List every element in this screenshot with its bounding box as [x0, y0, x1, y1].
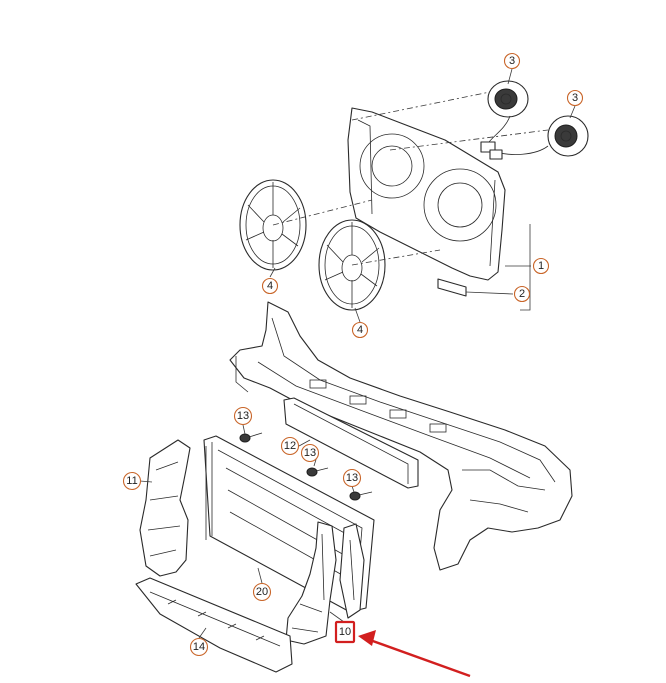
resistor-plate — [437, 278, 467, 297]
side-bracket — [339, 523, 365, 619]
svg-text:10: 10 — [339, 626, 351, 638]
svg-text:14: 14 — [193, 641, 205, 653]
cross-member — [283, 397, 419, 489]
callout-1: 1 — [532, 257, 550, 275]
svg-text:12: 12 — [284, 440, 296, 452]
svg-text:4: 4 — [357, 324, 363, 336]
callout-13-upper: 13 — [233, 406, 253, 426]
svg-text:13: 13 — [237, 410, 249, 422]
callout-4-right: 4 — [351, 321, 369, 339]
svg-text:20: 20 — [256, 586, 268, 598]
bolt-middle — [306, 467, 329, 477]
lock-carrier — [229, 301, 573, 571]
svg-text:4: 4 — [267, 280, 273, 292]
callout-10-highlight-box — [334, 620, 356, 644]
callout-14: 14 — [189, 637, 209, 657]
svg-text:3: 3 — [509, 55, 515, 67]
callout-3-lower: 3 — [566, 89, 584, 107]
callout-20: 20 — [252, 582, 272, 602]
fan-motor-upper — [487, 80, 529, 118]
assembly-lines — [272, 91, 549, 266]
svg-text:1: 1 — [538, 260, 544, 272]
callout-2: 2 — [513, 285, 531, 303]
bolt-lower — [349, 491, 373, 501]
red-pointer-arrow — [358, 630, 471, 678]
svg-text:3: 3 — [572, 92, 578, 104]
lower-air-guide — [135, 577, 293, 673]
callout-13-middle: 13 — [300, 443, 320, 463]
air-guide-right — [285, 521, 337, 645]
callout-3-upper: 3 — [503, 52, 521, 70]
callout-4-left: 4 — [261, 277, 279, 295]
svg-text:2: 2 — [519, 288, 525, 300]
air-duct-left — [139, 439, 191, 577]
fan-motor-lower — [547, 115, 589, 157]
svg-text:11: 11 — [126, 475, 137, 487]
bolt-upper — [239, 432, 263, 443]
svg-text:13: 13 — [304, 447, 316, 459]
motor-wiring — [480, 115, 549, 160]
svg-text:13: 13 — [346, 472, 358, 484]
callout-10: 10 — [334, 620, 356, 644]
fan-shroud — [347, 107, 506, 281]
callout-12: 12 — [280, 436, 300, 456]
callout-11: 11 — [122, 471, 142, 491]
callout-13-lower: 13 — [342, 468, 362, 488]
